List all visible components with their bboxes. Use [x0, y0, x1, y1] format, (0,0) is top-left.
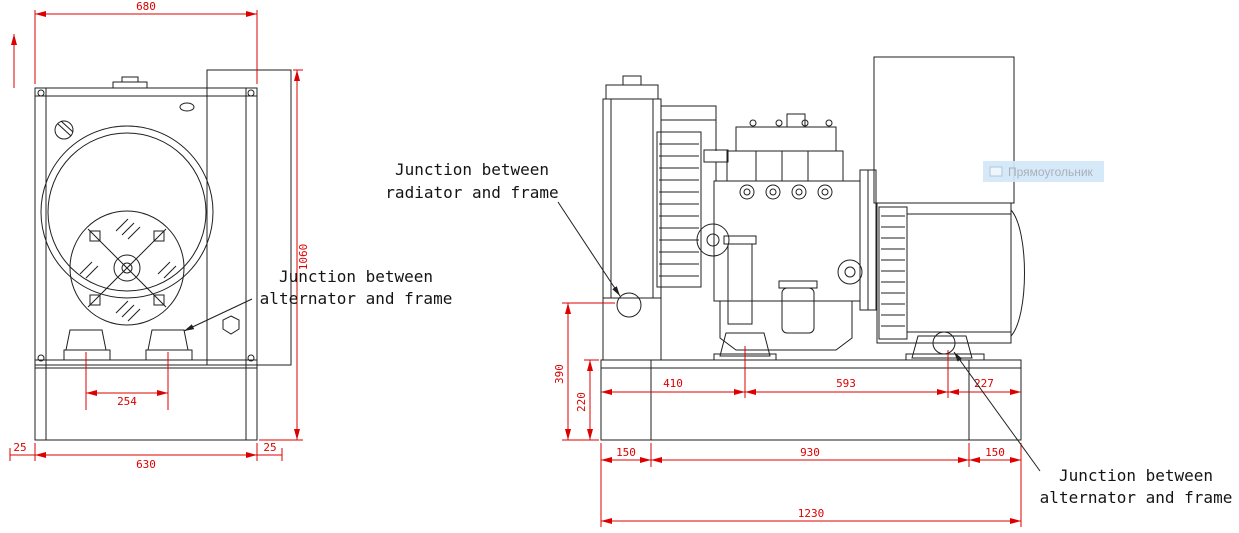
selection-tooltip: Прямоугольник	[983, 161, 1104, 182]
side-view: 390 220 410 593 227 150 930 150 123	[553, 56, 1025, 527]
lifting-hole	[179, 102, 195, 112]
dim-side-frame-height: 220	[575, 359, 599, 440]
leader-line	[953, 351, 1041, 472]
exhaust-stub	[786, 113, 806, 128]
crank-pulley	[696, 223, 730, 257]
alternator-end-bell	[1010, 209, 1025, 337]
rectangle-shape-icon	[989, 166, 1003, 177]
annotation-alternator-frame-side: Junction between alternator and frame	[953, 351, 1233, 507]
fuel-filter	[723, 235, 757, 325]
dim-engine-to-alternator-label: 593	[836, 377, 856, 390]
annotation-radiator-frame-line1: Junction between	[395, 160, 549, 179]
dim-front-base-left-label: 25	[13, 441, 26, 454]
front-foot-right	[145, 329, 193, 361]
alternator-air-inlet	[878, 206, 908, 340]
selection-tooltip-label: Прямоугольник	[1008, 165, 1094, 179]
front-view-linework	[34, 69, 292, 441]
front-view: 680 1060 254 25 630 25	[9, 0, 310, 471]
dim-side-mount-height-label: 390	[553, 364, 566, 384]
side-base-frame	[600, 359, 1022, 441]
dim-front-foot-spacing-label: 254	[117, 395, 137, 408]
oil-pan	[719, 300, 853, 351]
valve-cover	[735, 126, 837, 152]
alternator-body	[876, 202, 1012, 344]
alternator-terminal-box	[873, 56, 1015, 204]
dim-front-base-width-label: 630	[136, 458, 156, 471]
front-radiator	[34, 87, 258, 366]
front-side-panel	[206, 69, 292, 366]
dim-side-overall-length: 1230	[601, 507, 1021, 524]
side-radiator	[602, 75, 662, 361]
front-radiator-cap	[112, 76, 148, 89]
dim-front-overall-height-label: 1060	[297, 244, 310, 271]
annotation-alternator-frame-front: Junction between alternator and frame	[183, 267, 453, 332]
cylinder-head	[726, 150, 844, 182]
dim-skid-left-label: 150	[616, 446, 636, 459]
dim-side-mount-segments: 410 593 227	[601, 346, 1021, 398]
dim-overall-length-label: 1230	[798, 507, 825, 520]
leader-line	[557, 201, 621, 297]
dim-side-frame-height-label: 220	[575, 392, 588, 412]
front-foot-left	[63, 329, 111, 361]
annotation-alternator-side-line1: Junction between	[1059, 466, 1213, 485]
alternator-foot	[905, 335, 985, 361]
dim-skid-right-label: 150	[985, 446, 1005, 459]
dim-front-foot-spacing: 254	[85, 352, 169, 410]
annotation-alternator-front-line1: Junction between	[279, 267, 433, 286]
flywheel-housing	[859, 169, 877, 311]
dim-front-overall-height: 1060	[259, 69, 310, 441]
dim-skid-middle-label: 930	[800, 446, 820, 459]
tooltip-background	[983, 161, 1104, 182]
leader-line	[183, 298, 253, 332]
oil-filter	[781, 287, 815, 334]
top-hose	[661, 105, 717, 151]
fan-shroud-outer	[40, 125, 214, 299]
dim-front-overall-width: 680	[34, 0, 258, 84]
engine-block	[713, 180, 861, 302]
side-view-linework	[600, 56, 1025, 441]
front-base-frame	[34, 359, 258, 441]
dim-side-mount-height: 390	[553, 302, 615, 441]
annotation-alternator-front-line2: alternator and frame	[260, 289, 453, 308]
drain-plug	[54, 120, 74, 140]
front-alternator	[69, 210, 185, 326]
annotation-radiator-frame: Junction between radiator and frame	[385, 160, 621, 297]
annotation-alternator-side-line2: alternator and frame	[1040, 488, 1233, 507]
alternator-frame-junction-point	[932, 331, 956, 355]
alternator-grille-hatch	[79, 218, 177, 322]
dim-radiator-to-engine-label: 410	[663, 377, 683, 390]
alternator-hub	[113, 254, 141, 282]
fan-guard	[656, 131, 702, 288]
hex-bolt-icon	[222, 315, 240, 335]
fan-shroud-inner	[47, 132, 207, 292]
dim-side-skid-sections: 150 930 150	[600, 443, 1022, 527]
dim-front-base: 25 630 25	[9, 441, 283, 471]
annotation-radiator-frame-line2: radiator and frame	[385, 183, 558, 202]
starter-motor	[837, 259, 863, 285]
radiator-frame-junction-point	[616, 292, 642, 318]
dim-front-base-right-label: 25	[263, 441, 276, 454]
dim-front-overall-width-label: 680	[136, 0, 156, 13]
